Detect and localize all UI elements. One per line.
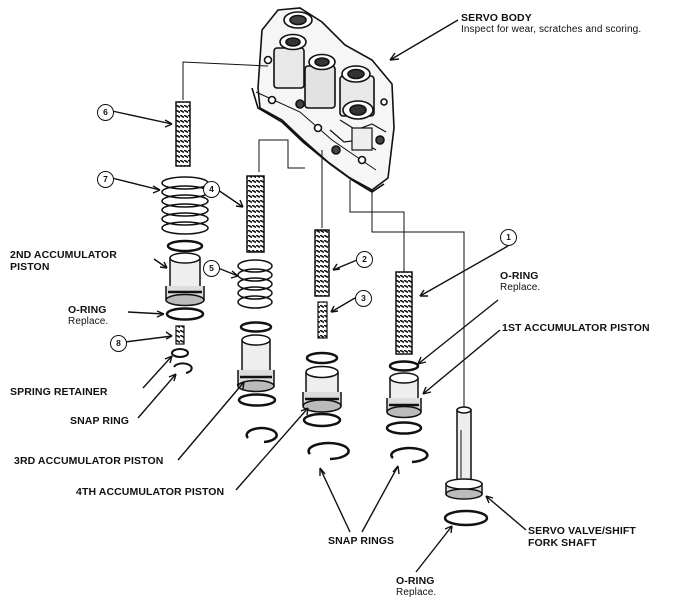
accum2-line1: 2ND ACCUMULATOR [10,249,117,261]
piston-1st [386,372,422,419]
label-oring-right: O-RING Replace. [500,270,540,294]
oring-servo [443,509,489,527]
label-oring-left: O-RING Replace. [68,304,108,328]
label-2nd-accumulator-piston: 2ND ACCUMULATOR PISTON [10,249,117,273]
snap-ring-4th [307,441,350,461]
callout-6: 6 [97,104,114,121]
snap-ring-small [173,362,193,374]
oring-2nd-bottom [165,307,205,321]
column-left-parts [161,101,209,374]
snap-ring-1st [390,446,429,464]
label-snap-rings: SNAP RINGS [328,535,395,547]
assembly-lines [182,61,465,408]
oring-bottom-note: Replace. [396,587,437,598]
oring-2nd-top [166,239,204,253]
oring-left-title: O-RING [68,304,107,316]
piston-3rd [237,334,275,393]
callout-3: 3 [355,290,372,307]
spring-6 [175,101,191,167]
servo-body-note: Inspect for wear, scratches and scoring. [461,24,642,35]
oring-right-title: O-RING [500,270,539,282]
spring-1 [395,271,413,355]
label-servo-body: SERVO BODY Inspect for wear, scratches a… [461,12,641,36]
spring-retainer-part [171,348,189,358]
oring-right-note: Replace. [500,282,541,293]
callout-8: 8 [110,335,127,352]
label-spring-retainer: SPRING RETAINER [10,386,108,398]
pointer-arrows [111,19,527,573]
servo-valve-line1: SERVO VALVE/SHIFT [528,525,636,537]
callout-5: 5 [203,260,220,277]
label-servo-valve: SERVO VALVE/SHIFT FORK SHAFT [528,525,636,549]
label-snap-ring: SNAP RING [70,415,130,427]
servo-valve-line2: FORK SHAFT [528,537,597,549]
label-oring-bottom: O-RING Replace. [396,575,436,599]
label-3rd-accumulator-piston: 3RD ACCUMULATOR PISTON [14,455,164,467]
column-2-parts [237,175,278,444]
spring-2 [314,229,330,297]
callout-4: 4 [203,181,220,198]
snap-ring-3rd [245,426,278,444]
spring-3 [317,301,328,339]
spring-4 [246,175,265,253]
spring-8 [175,325,185,345]
callout-7: 7 [97,171,114,188]
oring-bottom-title: O-RING [396,575,435,587]
servo-body-title: SERVO BODY [461,12,532,24]
spring-5 [237,259,273,309]
callout-1: 1 [500,229,517,246]
column-3-parts [302,229,350,461]
oring-left-note: Replace. [68,316,109,327]
servo-valve-shaft [443,406,489,527]
column-4-parts [385,271,429,464]
label-1st-accumulator-piston: 1ST ACCUMULATOR PISTON [502,322,650,334]
accum2-line2: PISTON [10,261,50,273]
label-4th-accumulator-piston: 4TH ACCUMULATOR PISTON [76,486,225,498]
callout-2: 2 [356,251,373,268]
piston-2nd [165,252,205,307]
spring-7 [161,176,209,235]
piston-4th [302,365,342,413]
servo-body [251,7,395,193]
